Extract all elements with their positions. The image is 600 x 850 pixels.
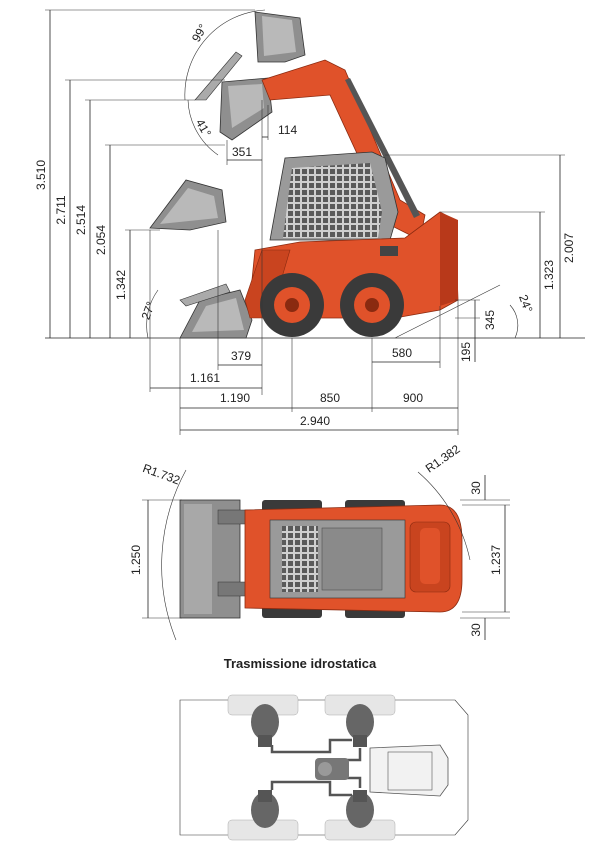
engine	[369, 744, 449, 797]
rollback-angle-arc	[187, 99, 219, 156]
angle-41: 41°	[193, 117, 214, 140]
drive-motor-front-right	[251, 790, 279, 828]
height-2054: 2.054	[94, 225, 108, 255]
angle-24: 24°	[516, 293, 535, 315]
reach-580: 580	[392, 346, 412, 360]
reach-dimensions	[149, 100, 441, 395]
drive-motor-front-left	[251, 704, 279, 747]
length-900: 900	[403, 391, 423, 405]
ground-bucket	[179, 283, 253, 339]
lift-cylinder	[345, 78, 420, 218]
height-3510: 3.510	[34, 160, 48, 190]
length-2940: 2.940	[300, 414, 330, 428]
top-view: R1.732 R1.382 1.250 1.237 30 30	[129, 442, 510, 641]
side-view: 3.510 2.711 2.514 2.054 1.342 2.007 1.32…	[34, 9, 585, 435]
drive-motor-rear-left	[346, 704, 374, 747]
transmission-diagram	[179, 694, 469, 841]
rear-wheel	[340, 273, 404, 337]
departure-line	[394, 284, 501, 339]
reach-351: 351	[232, 145, 252, 159]
cab	[269, 151, 399, 241]
height-1342: 1.342	[114, 270, 128, 300]
radius-right-label: R1.382	[423, 442, 463, 476]
logo-badge	[380, 246, 398, 256]
overhang-bottom: 30	[469, 623, 483, 637]
hydrostatic-pump	[315, 758, 349, 780]
height-2711: 2.711	[54, 195, 68, 224]
dump-angle-arc	[184, 9, 266, 101]
reach-1161: 1.161	[190, 371, 220, 385]
length-850: 850	[320, 391, 340, 405]
overhang-top: 30	[469, 481, 483, 495]
drive-motor-rear-right	[346, 790, 374, 828]
height-2007: 2.007	[562, 233, 576, 263]
height-1323: 1.323	[542, 260, 556, 290]
bucket-angle-arc	[146, 289, 159, 339]
transmission-outline	[179, 699, 469, 836]
radius-left-label: R1.732	[141, 461, 182, 488]
height-dimensions	[45, 9, 565, 362]
angle-99: 99°	[189, 21, 210, 44]
dumping-bucket	[194, 51, 273, 141]
reach-379: 379	[231, 349, 251, 363]
height-2514: 2.514	[74, 205, 88, 235]
height-195: 195	[459, 342, 473, 362]
height-345: 345	[483, 310, 497, 330]
departure-angle-arc	[509, 304, 519, 339]
raised-bucket	[254, 11, 306, 63]
radius-right-arc	[417, 471, 471, 561]
reach-114: 114	[278, 123, 297, 137]
width-1250: 1.250	[129, 545, 143, 575]
length-1190: 1.190	[220, 391, 250, 405]
front-wheel	[260, 273, 324, 337]
radius-left-arc	[161, 469, 187, 641]
transmission-title: Trasmissione idrostatica	[224, 656, 377, 671]
length-dimensions	[179, 300, 459, 435]
angle-27: 27°	[139, 300, 158, 322]
mid-height-bucket	[149, 179, 227, 231]
width-1237: 1.237	[489, 545, 503, 575]
